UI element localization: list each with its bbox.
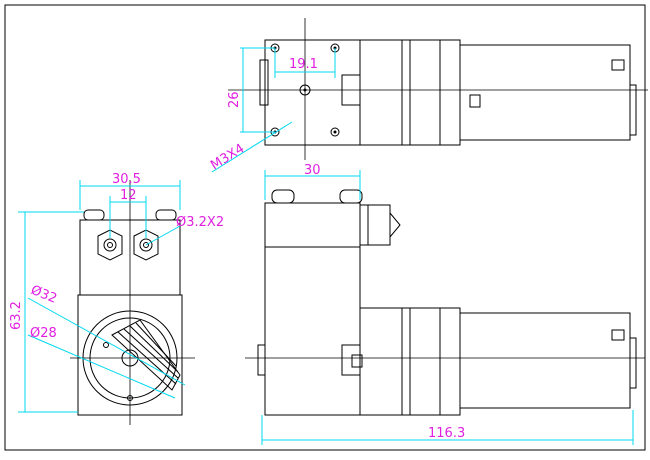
side-motor [459,312,631,409]
dim-total-length: 116.3 [428,426,465,441]
dim-top-height: 26 [227,91,242,108]
dim-front-port-dia: Ø3.2X2 [176,215,224,230]
dim-front-inner-dia: Ø28 [30,326,57,341]
side-nozzle [359,204,391,246]
top-motor [459,44,631,141]
top-view: 19.1 26 M3X4 [208,18,648,173]
dim-front-height: 63.2 [9,301,24,330]
front-view: 30.5 12 Ø3.2X2 63.2 Ø32 Ø28 [9,172,224,425]
dim-front-outer-dia: Ø32 [29,283,59,307]
side-view: 30 116.3 [245,163,645,445]
dim-front-port-spacing: 12 [120,188,137,203]
top-pump-head [264,39,361,146]
top-side-tab [259,59,269,106]
side-pump-body [264,202,361,416]
dim-top-width: 30 [304,163,321,178]
dim-top-screw: M3X4 [208,141,247,173]
front-ports [97,229,159,261]
front-cam-hatch [111,319,181,391]
dim-front-width: 30.5 [112,172,141,187]
dim-top-hole-spacing: 19.1 [289,57,318,72]
drawing-border [4,4,646,451]
